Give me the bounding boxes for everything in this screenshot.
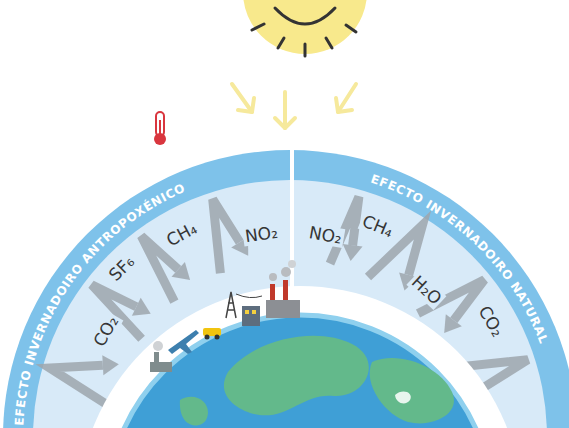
arrow-head (132, 298, 151, 316)
arrow-head (172, 262, 191, 280)
earth-halo (78, 286, 522, 428)
sunlight-arrows (232, 84, 356, 128)
thermometer (154, 112, 166, 145)
continents (180, 336, 454, 426)
arrow-head (102, 355, 119, 375)
arrow-head (343, 244, 363, 261)
ice (395, 391, 411, 403)
arrow-head (444, 314, 462, 333)
earth (107, 315, 493, 428)
band-title: EFECTO INVERNADOIRO ANTROPOXÉNICO (12, 181, 187, 426)
band-title: EFECTO INVERNADOIRO NATURAL (369, 172, 551, 346)
industry (150, 260, 300, 372)
radiation-arrow (213, 199, 240, 273)
earth-rim (107, 315, 493, 428)
sun-rays (252, 8, 356, 56)
